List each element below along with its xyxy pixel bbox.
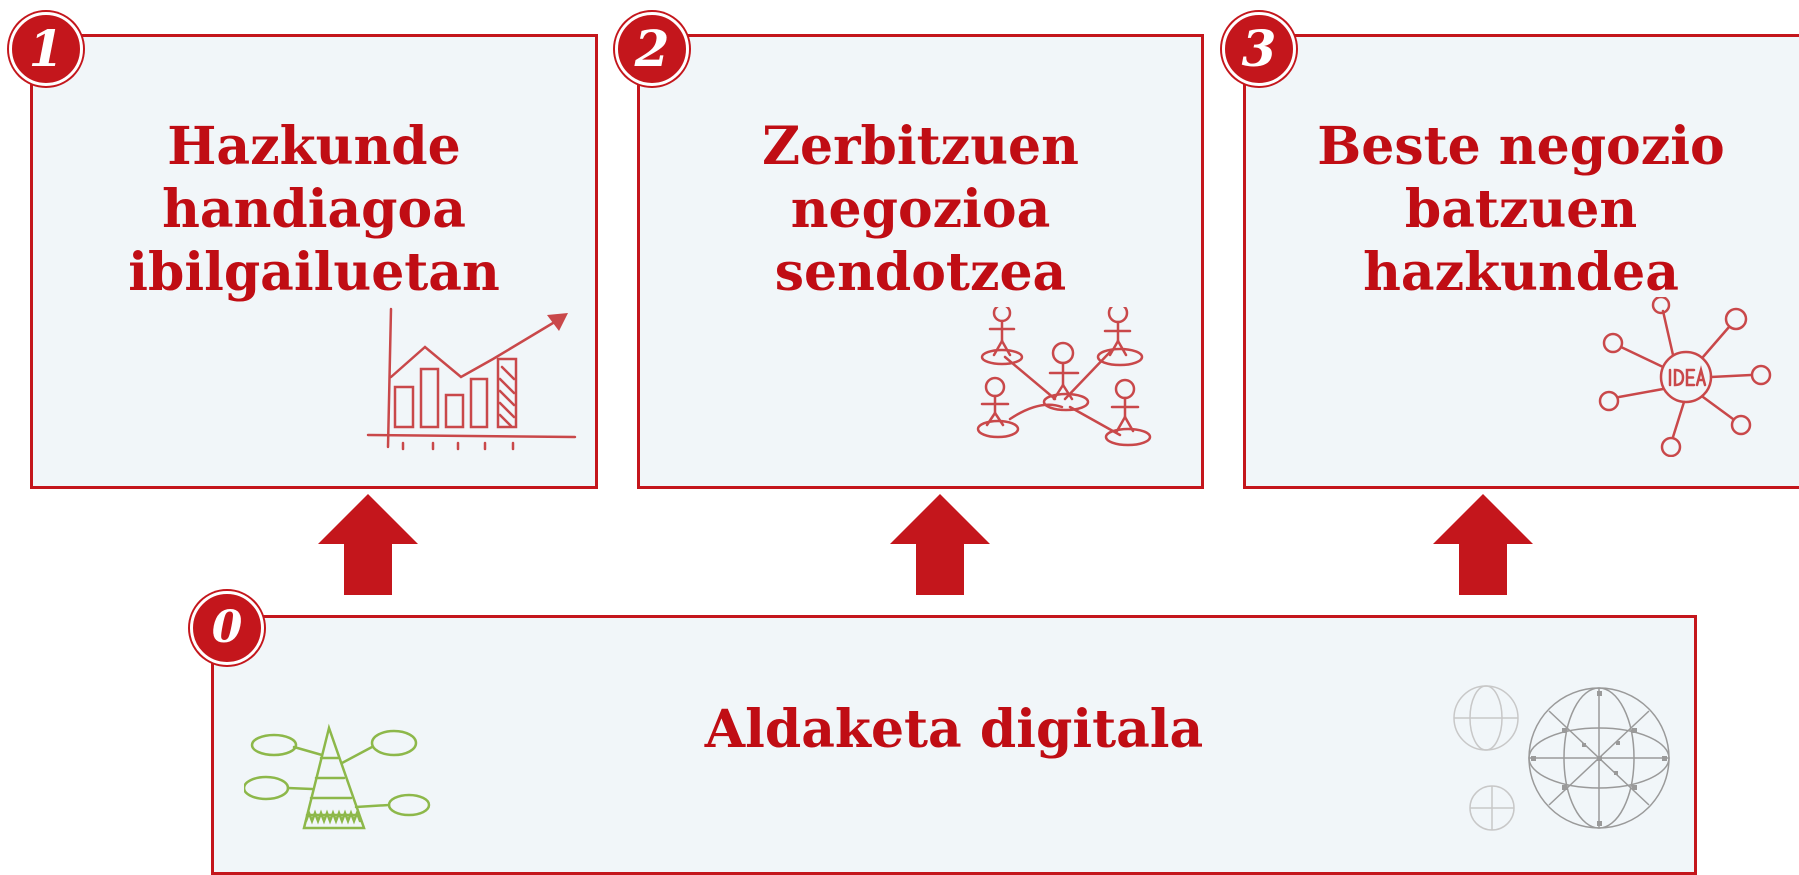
digital-globe-icon	[1453, 685, 1670, 831]
card-other-business-growth: Beste negozio batzuen hazkundea	[1243, 34, 1799, 489]
step-badge-3: 3	[1222, 12, 1296, 86]
idea-mindmap-icon	[1598, 297, 1772, 457]
up-arrow-icon	[318, 494, 418, 595]
card-digital-transformation: Aldaketa digitala	[211, 615, 1697, 875]
step-badge-2: 2	[615, 12, 689, 86]
up-arrow-icon	[890, 494, 990, 595]
step-badge-0: 0	[190, 591, 264, 665]
pyramid-mindmap-icon	[244, 723, 431, 830]
card-title: Hazkunde handiagoa ibilgailuetan	[128, 116, 500, 303]
up-arrow-icon	[1433, 494, 1533, 595]
people-network-icon	[976, 307, 1152, 447]
base-title: Aldaketa digitala	[704, 699, 1204, 760]
step-badge-1: 1	[9, 12, 83, 86]
card-services-business: Zerbitzuen negozioa sendotzea	[637, 34, 1204, 489]
card-vehicle-growth: Hazkunde handiagoa ibilgailuetan	[30, 34, 598, 489]
growth-bar-chart-icon	[366, 307, 577, 451]
card-title: Zerbitzuen negozioa sendotzea	[762, 116, 1079, 303]
card-title: Beste negozio batzuen hazkundea	[1317, 116, 1725, 303]
